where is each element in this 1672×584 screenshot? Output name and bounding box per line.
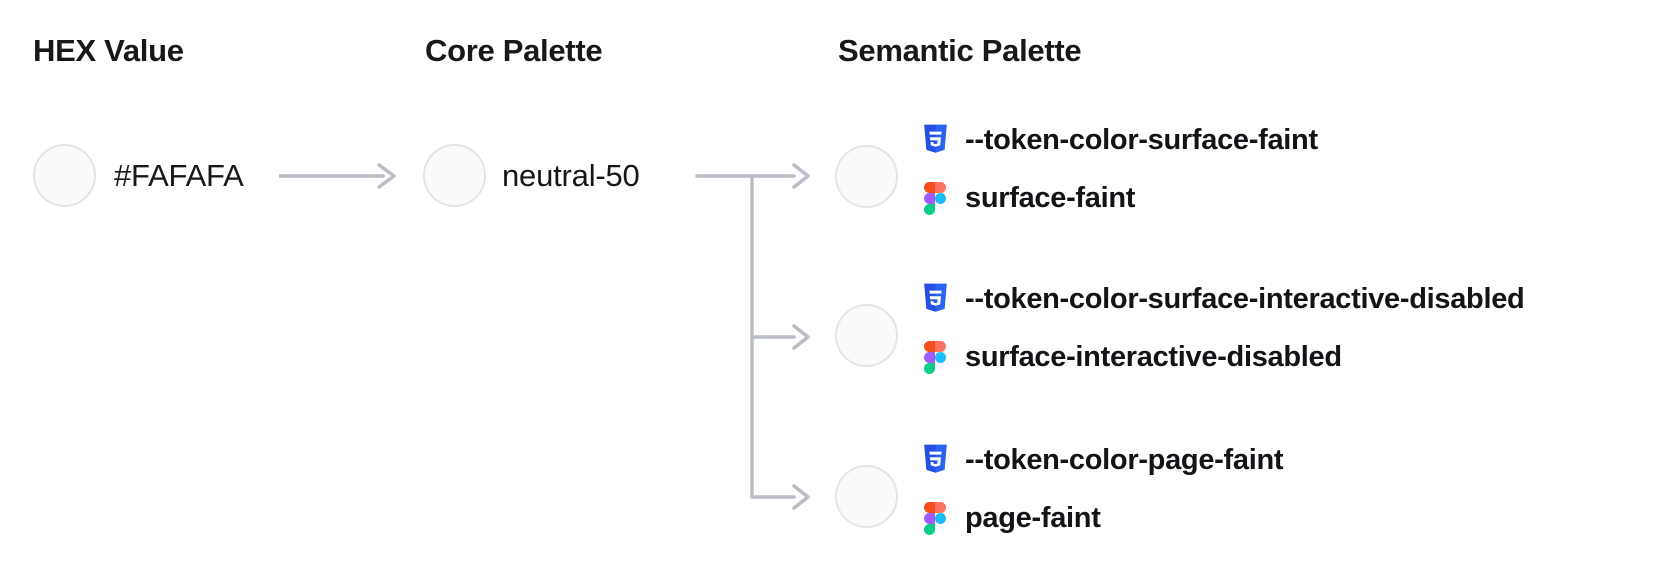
core-palette-header: Core Palette xyxy=(425,33,603,68)
core-palette-label: neutral-50 xyxy=(502,157,640,193)
arrow-hex-to-core xyxy=(279,163,396,189)
hex-value-label: #FAFAFA xyxy=(114,157,244,193)
css-token-row: --token-color-surface-faint xyxy=(922,119,1318,161)
semantic-swatch-surface-faint xyxy=(835,145,898,208)
semantic-swatch-page-faint xyxy=(835,465,898,528)
hex-color-swatch xyxy=(33,144,96,207)
css3-shield-icon xyxy=(922,283,965,315)
semantic-swatch-surface-interactive-disabled xyxy=(835,304,898,367)
figma-token-row: surface-faint xyxy=(922,177,1135,219)
figma-token-label: surface-interactive-disabled xyxy=(965,340,1342,373)
figma-token-label: page-faint xyxy=(965,501,1101,534)
css-token-label: --token-color-surface-interactive-disabl… xyxy=(965,282,1525,315)
css-token-row: --token-color-surface-interactive-disabl… xyxy=(922,278,1525,320)
figma-logo-icon xyxy=(922,181,965,215)
hex-value-header: HEX Value xyxy=(33,33,184,68)
css-token-label: --token-color-page-faint xyxy=(965,443,1284,476)
branch-connector xyxy=(695,163,810,510)
figma-token-row: page-faint xyxy=(922,497,1101,539)
css-token-row: --token-color-page-faint xyxy=(922,439,1284,481)
figma-token-row: surface-interactive-disabled xyxy=(922,336,1342,378)
figma-logo-icon xyxy=(922,340,965,374)
figma-token-label: surface-faint xyxy=(965,181,1136,214)
figma-logo-icon xyxy=(922,501,965,535)
core-color-swatch xyxy=(423,144,486,207)
semantic-palette-header: Semantic Palette xyxy=(838,33,1082,68)
css-token-label: --token-color-surface-faint xyxy=(965,123,1318,156)
css3-shield-icon xyxy=(922,124,965,156)
css3-shield-icon xyxy=(922,444,965,476)
